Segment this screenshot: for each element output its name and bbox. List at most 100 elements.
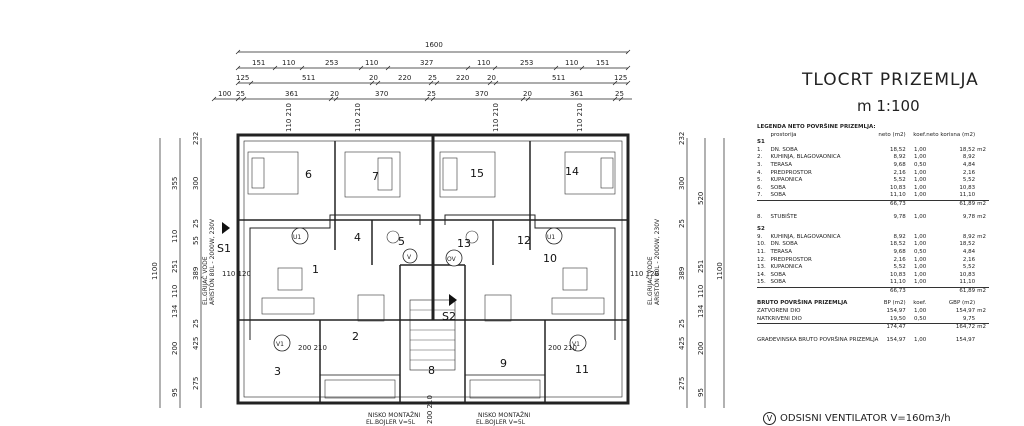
room-15: 15	[470, 167, 484, 180]
top-dimension-labels: 1600 151 110 253 110 327 110 253 110 151…	[218, 41, 627, 98]
svg-text:EL.BOJLER V=5L: EL.BOJLER V=5L	[476, 419, 526, 426]
svg-text:425: 425	[192, 337, 200, 350]
svg-text:EL.GRIJAČ VODE: EL.GRIJAČ VODE	[647, 256, 654, 305]
svg-text:110 120: 110 120	[222, 270, 251, 278]
svg-text:U1: U1	[547, 234, 555, 241]
svg-text:25: 25	[428, 74, 437, 82]
opening-labels: 110 210 110 210 110 210 110 210 110 120 …	[222, 103, 659, 424]
room-4: 4	[354, 231, 361, 244]
svg-text:300: 300	[678, 177, 686, 190]
svg-text:110: 110	[477, 59, 490, 67]
svg-text:NISKO MONTAŽNI: NISKO MONTAŽNI	[368, 411, 421, 419]
room-14: 14	[565, 165, 579, 178]
svg-text:110: 110	[171, 285, 179, 298]
svg-text:25: 25	[192, 319, 200, 328]
section-marks: S1 S2	[217, 222, 457, 323]
dimension-lines	[159, 51, 725, 408]
svg-text:V1: V1	[276, 341, 284, 348]
fan-icon: V	[763, 412, 776, 425]
svg-text:110 210: 110 210	[576, 103, 584, 132]
svg-text:125: 125	[236, 74, 249, 82]
svg-text:251: 251	[171, 260, 179, 273]
room-12: 12	[517, 234, 531, 247]
svg-text:1100: 1100	[151, 262, 159, 280]
room-1: 1	[312, 263, 319, 276]
svg-text:425: 425	[678, 337, 686, 350]
svg-text:110: 110	[365, 59, 378, 67]
svg-text:220: 220	[456, 74, 469, 82]
svg-text:361: 361	[285, 90, 298, 98]
svg-text:200 210: 200 210	[426, 395, 434, 424]
svg-text:20: 20	[369, 74, 378, 82]
svg-text:110 210: 110 210	[285, 103, 293, 132]
svg-text:110: 110	[171, 230, 179, 243]
section-s1: S1	[217, 242, 231, 255]
svg-text:389: 389	[192, 267, 200, 280]
ventilation-ducts	[249, 214, 616, 340]
right-dimension-labels: 1100 520 251 110 134 200 95 232 300 25 3…	[678, 132, 724, 397]
svg-text:1600: 1600	[425, 41, 443, 49]
svg-text:200 210: 200 210	[548, 344, 577, 352]
svg-text:25: 25	[678, 319, 686, 328]
svg-text:251: 251	[697, 260, 705, 273]
room-5: 5	[398, 235, 405, 248]
svg-text:25: 25	[615, 90, 624, 98]
room-2: 2	[352, 330, 359, 343]
svg-text:110: 110	[565, 59, 578, 67]
svg-text:389: 389	[678, 267, 686, 280]
dimension-ticks	[211, 49, 631, 102]
drawing-title: TLOCRT PRIZEMLJA	[802, 70, 979, 90]
svg-text:100: 100	[218, 90, 231, 98]
svg-text:25: 25	[427, 90, 436, 98]
svg-text:20: 20	[523, 90, 532, 98]
equipment-symbols	[273, 227, 587, 352]
svg-text:V1: V1	[572, 341, 580, 348]
room-10: 10	[543, 252, 557, 265]
svg-text:253: 253	[325, 59, 338, 67]
svg-text:V: V	[407, 254, 412, 261]
svg-text:95: 95	[171, 388, 179, 397]
svg-text:OV: OV	[447, 256, 457, 263]
svg-text:275: 275	[678, 377, 686, 390]
svg-text:253: 253	[520, 59, 533, 67]
furniture	[247, 151, 616, 399]
appliance-notes: NISKO MONTAŽNI EL.BOJLER V=5L NISKO MONT…	[202, 218, 661, 426]
svg-text:EL.GRIJAČ VODE: EL.GRIJAČ VODE	[202, 256, 209, 305]
svg-text:134: 134	[171, 304, 179, 318]
building-walls	[236, 133, 630, 405]
svg-text:EL.BOJLER V=5L: EL.BOJLER V=5L	[366, 419, 416, 426]
svg-text:20: 20	[487, 74, 496, 82]
svg-text:327: 327	[420, 59, 433, 67]
svg-text:151: 151	[252, 59, 265, 67]
area-legend: LEGENDA NETO POVRŠINE PRIZEMLJA: prostor…	[757, 124, 989, 344]
svg-text:200: 200	[171, 342, 179, 355]
svg-text:355: 355	[171, 177, 179, 190]
svg-text:125: 125	[614, 74, 627, 82]
svg-text:25: 25	[678, 219, 686, 228]
svg-text:151: 151	[596, 59, 609, 67]
room-7: 7	[372, 170, 379, 183]
left-dimension-labels: 1100 355 110 251 110 134 200 95 232 300 …	[151, 132, 200, 397]
svg-text:25: 25	[236, 90, 245, 98]
svg-text:370: 370	[375, 90, 388, 98]
svg-text:520: 520	[697, 192, 705, 205]
equipment-symbol-labels: U1 U1 V OV V1 V1	[276, 234, 580, 348]
room-3: 3	[274, 365, 281, 378]
svg-text:ARISTON 80L - 2000W, 230V: ARISTON 80L - 2000W, 230V	[209, 218, 216, 305]
svg-text:275: 275	[192, 377, 200, 390]
svg-text:511: 511	[302, 74, 315, 82]
room-13: 13	[457, 237, 471, 250]
